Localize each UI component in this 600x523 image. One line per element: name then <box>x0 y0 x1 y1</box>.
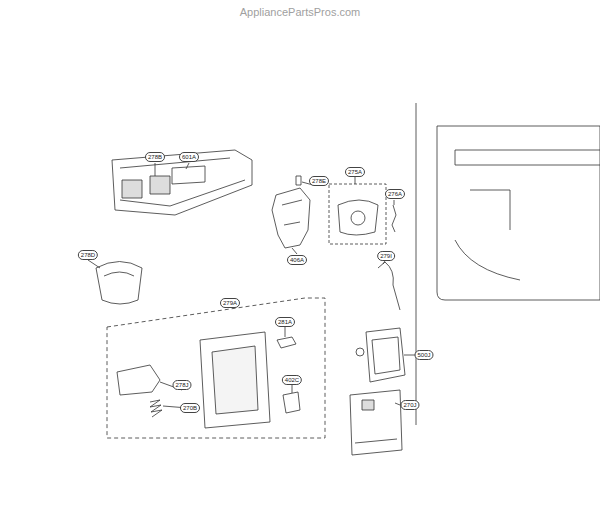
callout-number: 279I <box>377 251 395 261</box>
callout-number: 275A <box>345 167 365 177</box>
callout-number: 270B <box>180 403 200 413</box>
callout-number: 278J <box>172 380 191 390</box>
callout-number: 278D <box>78 250 98 260</box>
callout-number: 281A <box>275 317 295 327</box>
watermark: AppliancePartsPros.com <box>240 6 360 18</box>
callout-number: 601A <box>179 152 199 162</box>
callout-number: 500J <box>414 350 433 360</box>
callout-number: 402C <box>282 375 302 385</box>
callout-number: 270J <box>400 400 419 410</box>
callout-number: 279A <box>220 298 240 308</box>
callout-number: 276A <box>385 189 405 199</box>
callout-number: 278B <box>145 152 165 162</box>
callout-number: 278E <box>309 176 329 186</box>
callout-number: 406A <box>287 255 307 265</box>
